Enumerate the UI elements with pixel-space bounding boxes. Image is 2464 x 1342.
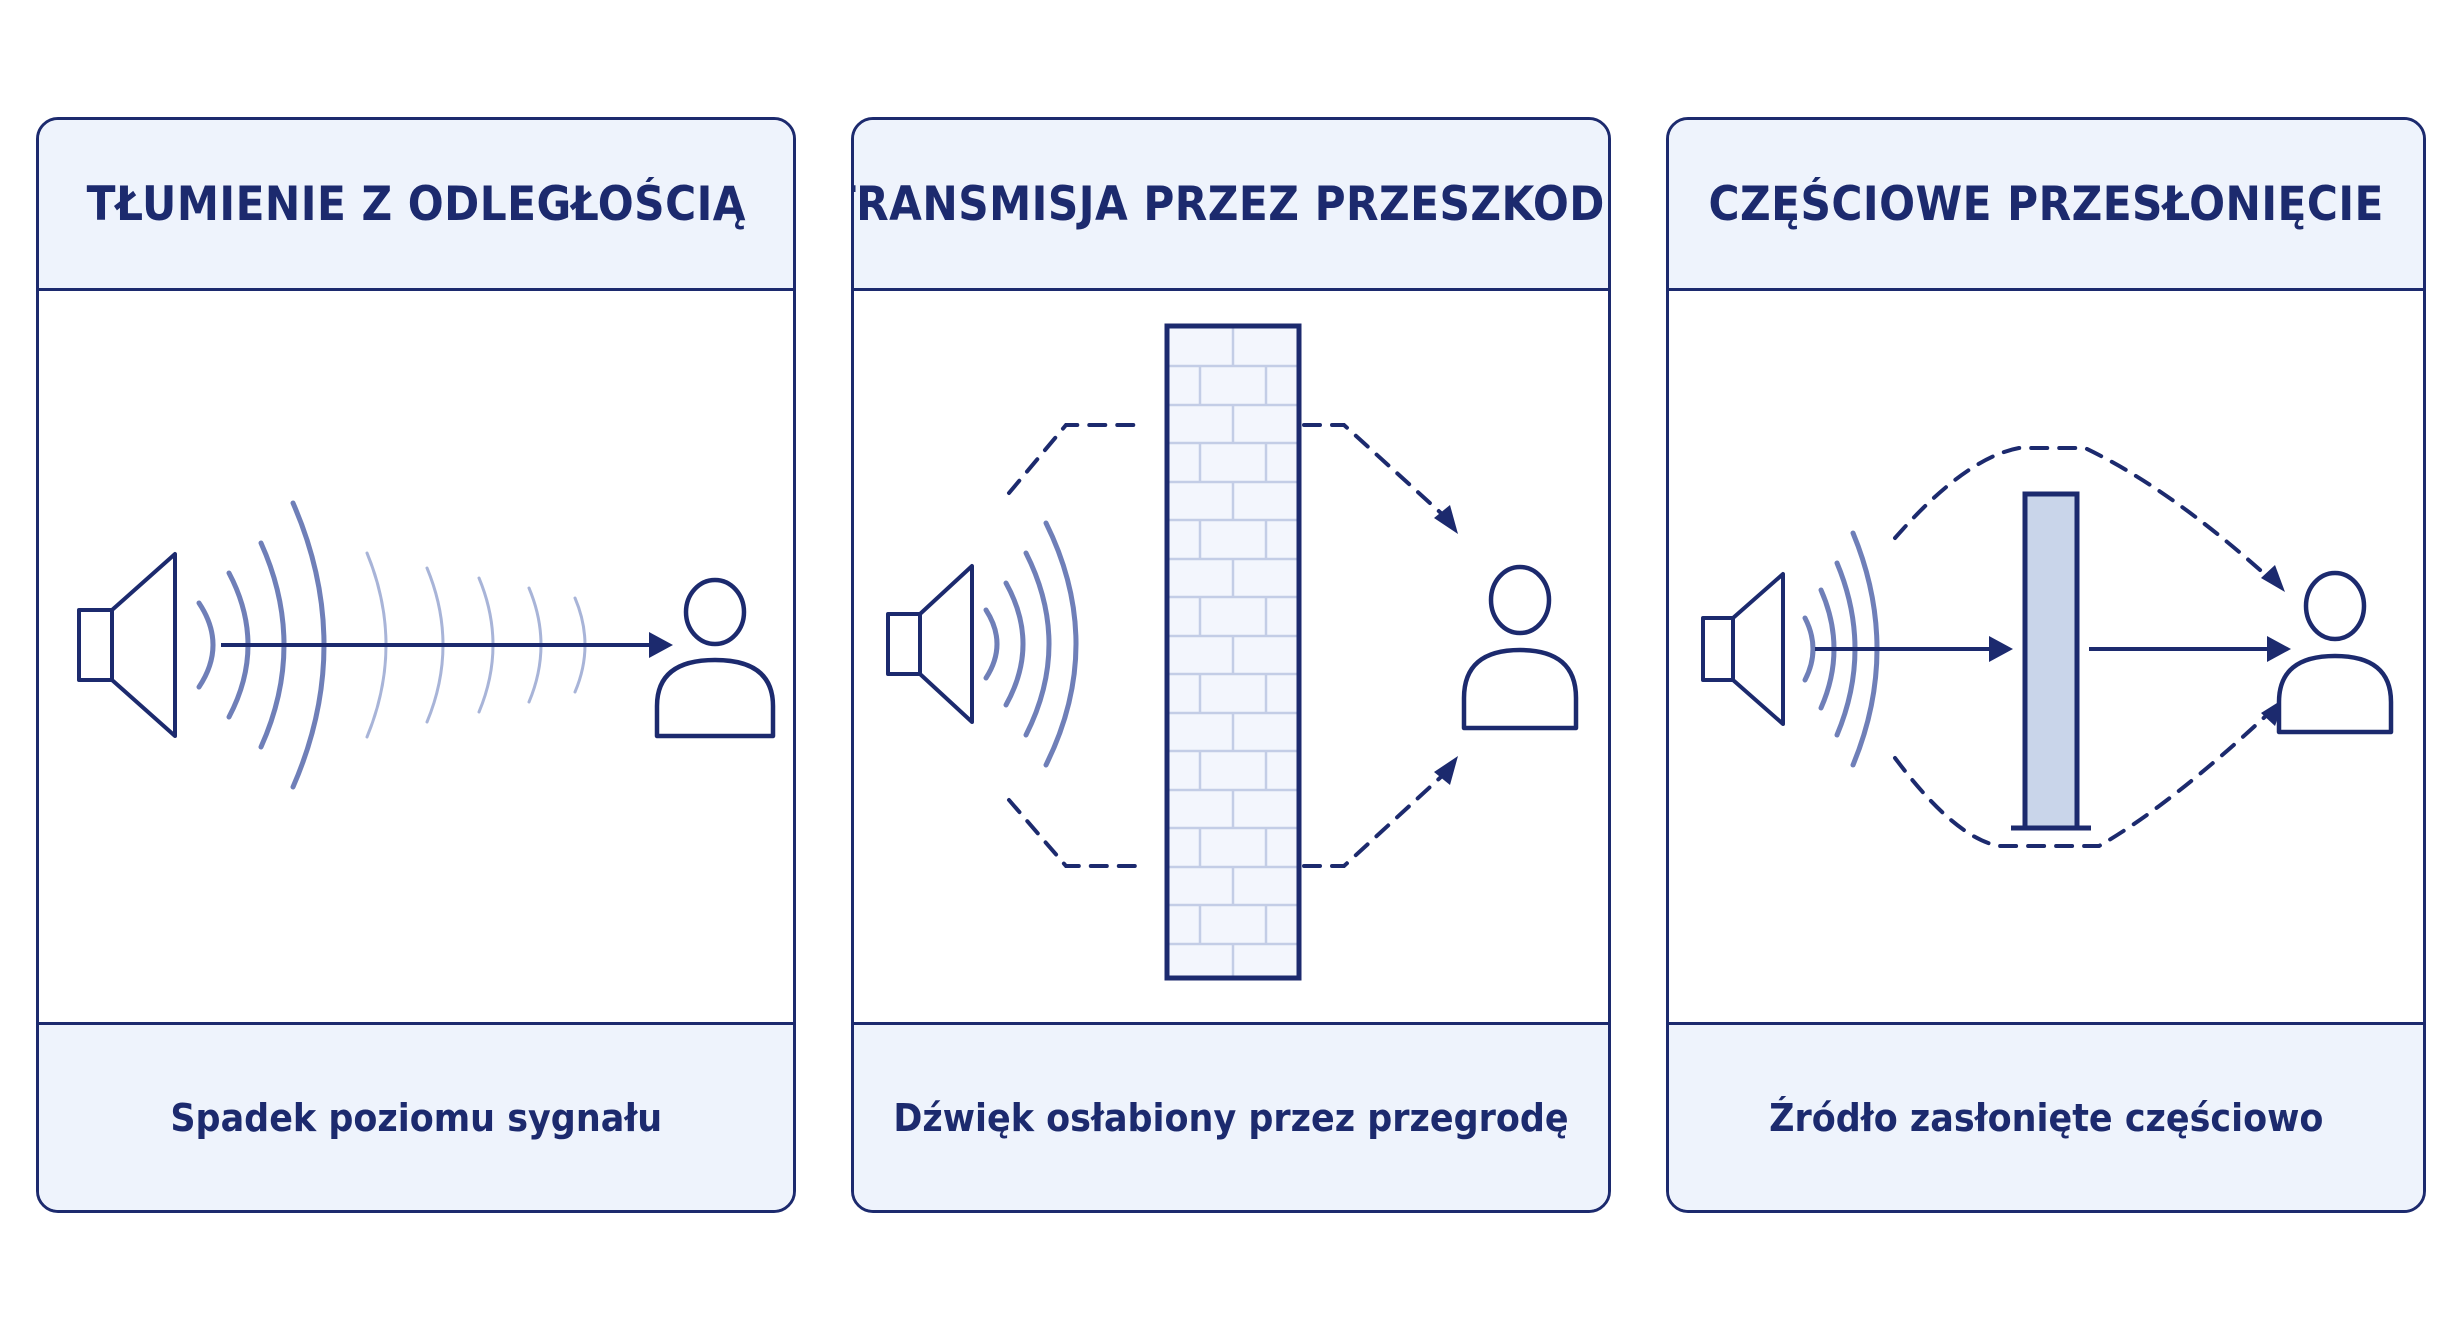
panel-illustration — [1669, 288, 2423, 1028]
indirect-sound-paths — [1007, 423, 1444, 868]
panel-obstacle-transmission: TRANSMISJA PRZEZ PRZESZKODĘ — [851, 117, 1611, 1213]
partial-barrier — [2011, 491, 2091, 831]
panel-footer: Spadek poziomu sygnału — [39, 1022, 793, 1210]
panel-partial-occlusion: CZĘŚCIOWE PRZESŁONIĘCIE — [1666, 117, 2426, 1213]
person-icon — [1461, 564, 1579, 731]
arrowhead — [1434, 505, 1458, 534]
panel-illustration — [39, 288, 793, 1028]
speaker-icon — [77, 552, 177, 738]
panel-footer: Źródło zasłonięte częściowo — [1669, 1022, 2423, 1210]
panel-header: TRANSMISJA PRZEZ PRZESZKODĘ — [854, 120, 1608, 291]
panel-caption: Spadek poziomu sygnału — [170, 1095, 662, 1140]
person-icon — [654, 577, 776, 739]
panel-title: CZĘŚCIOWE PRZESŁONIĘCIE — [1708, 176, 2384, 232]
panel-header: TŁUMIENIE Z ODLEGŁOŚCIĄ — [39, 120, 793, 291]
panel-title: TRANSMISJA PRZEZ PRZESZKODĘ — [851, 176, 1611, 232]
panel-title: TŁUMIENIE Z ODLEGŁOŚCIĄ — [86, 176, 746, 232]
person-icon — [2276, 570, 2394, 735]
diffracted-sound-paths — [1893, 446, 2271, 848]
speaker-icon — [1701, 572, 1785, 726]
arrowhead — [1434, 756, 1458, 785]
panel-caption: Źródło zasłonięte częściowo — [1768, 1095, 2324, 1140]
arrowhead — [2261, 565, 2285, 592]
direct-sound-path — [1815, 636, 2291, 662]
panel-header: CZĘŚCIOWE PRZESŁONIĘCIE — [1669, 120, 2423, 291]
speaker-icon — [886, 564, 974, 724]
distance-attenuation-diagram — [77, 500, 776, 790]
sound-waves — [983, 520, 1079, 768]
obstacle-transmission-diagram — [886, 323, 1579, 981]
panel-distance-attenuation: TŁUMIENIE Z ODLEGŁOŚCIĄ — [36, 117, 796, 1213]
partial-occlusion-diagram — [1701, 446, 2394, 848]
panel-caption: Dźwięk osłabiony przez przegrodę — [893, 1095, 1569, 1140]
brick-wall — [1164, 323, 1302, 981]
panel-illustration — [854, 288, 1608, 1028]
signal-arrow — [221, 632, 673, 658]
panel-footer: Dźwięk osłabiony przez przegrodę — [854, 1022, 1608, 1210]
